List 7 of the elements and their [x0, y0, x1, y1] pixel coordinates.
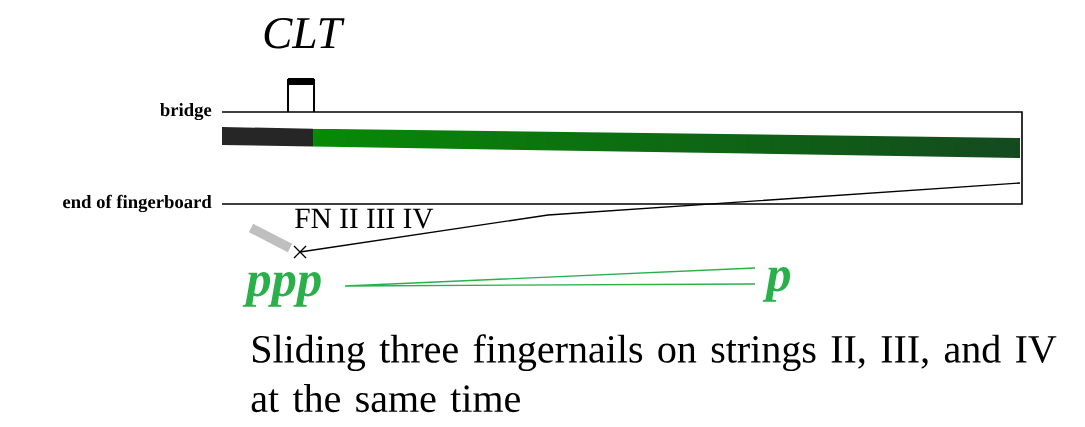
- dynamic-marking: ppp: [242, 272, 321, 307]
- position-label: bridge: [160, 103, 212, 121]
- caption: Sliding three fingernails on strings II, III, and IV at the same time: [251, 334, 1057, 413]
- playing-technique-label: CLT: [264, 18, 345, 49]
- dynamic-marking: p: [762, 267, 791, 302]
- string-label: FN II III IV: [295, 208, 434, 229]
- position-label: end of fingerboard: [63, 194, 212, 213]
